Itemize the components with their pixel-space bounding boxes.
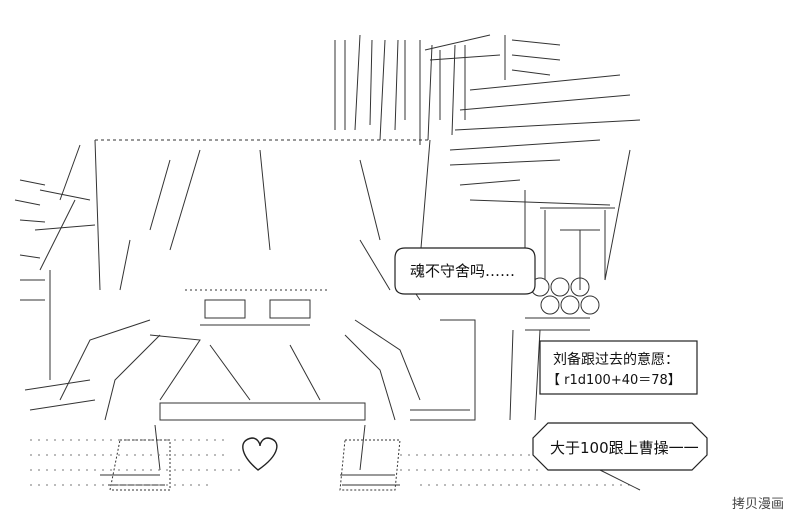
- roll-note-box: [539, 340, 698, 395]
- watermark: 拷贝漫画: [732, 497, 785, 512]
- soul-speech-bubble: [394, 247, 536, 295]
- follow-speech-text: 大于100跟上曹操一一: [550, 439, 699, 457]
- roll-note-title: 刘备跟过去的意愿：: [553, 352, 679, 368]
- roll-note-result: 【 r1d100+40＝78】: [547, 373, 681, 388]
- soul-speech-text: 魂不守舍吗……: [410, 262, 516, 280]
- follow-speech-bubble: [532, 422, 708, 471]
